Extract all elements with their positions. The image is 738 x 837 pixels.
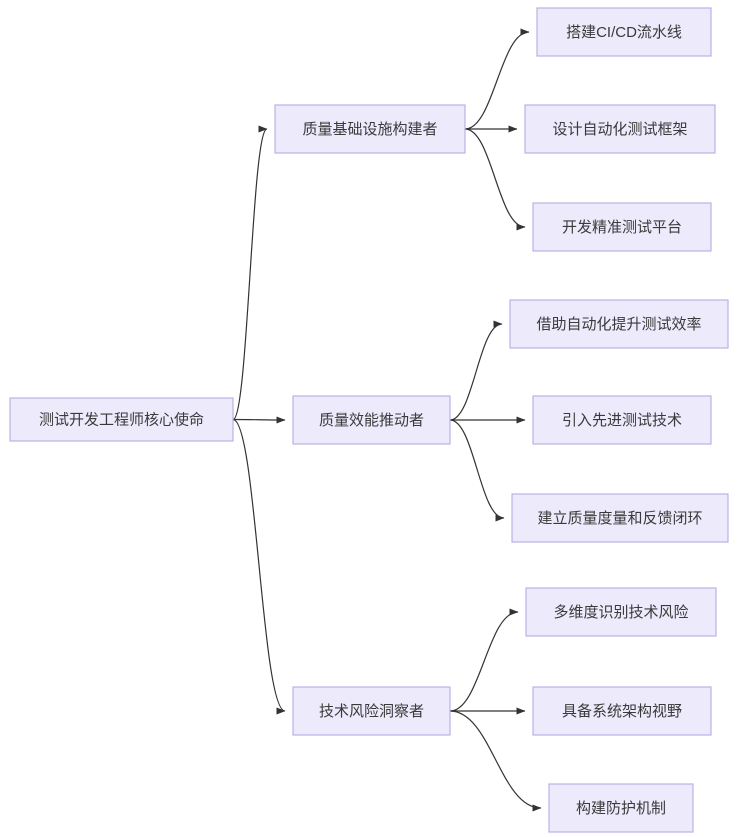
branch-node-2[interactable]: 质量效能推动者 [292,395,451,445]
leaf-node-1-2[interactable]: 设计自动化测试框架 [524,104,716,154]
edge-branch-3-to-leaf-1 [449,608,519,712]
leaf-node-3-2[interactable]: 具备系统架构视野 [532,686,712,736]
edge-branch-1-to-leaf-1 [464,28,530,130]
leaf-node-1-2-box [524,104,716,154]
leaf-node-2-1[interactable]: 借助自动化提升测试效率 [509,299,729,349]
leaf-node-1-1[interactable]: 搭建CI/CD流水线 [536,7,712,57]
root-node[interactable]: 测试开发工程师核心使命 [9,397,234,442]
leaf-node-1-3-label: 开发精准测试平台 [562,219,682,236]
leaf-node-1-3[interactable]: 开发精准测试平台 [532,202,712,252]
leaf-node-3-2-box [532,686,712,736]
leaf-node-2-2-box [532,395,712,445]
leaf-node-3-2-label: 具备系统架构视野 [562,703,682,720]
leaf-node-2-3-label: 建立质量度量和反馈闭环 [537,510,702,527]
branch-node-3[interactable]: 技术风险洞察者 [292,686,451,736]
edge-root-to-branch-1 [232,125,268,421]
leaf-node-1-3-box [532,202,712,252]
leaf-node-3-1-box [525,587,717,637]
branch-node-2-label: 质量效能推动者 [319,412,424,429]
branch-node-3-label: 技术风险洞察者 [319,702,424,720]
leaf-node-1-1-label: 搭建CI/CD流水线 [566,24,682,41]
leaf-node-3-1-label: 多维度识别技术风险 [553,604,688,621]
leaf-node-3-1[interactable]: 多维度识别技术风险 [525,587,717,637]
edge-branch-3-to-leaf-3 [449,710,542,812]
edge-branch-2-to-leaf-3 [449,419,505,522]
edges-layer [232,28,542,812]
leaf-node-2-1-label: 借助自动化提升测试效率 [536,316,701,333]
leaf-node-2-1-box [509,299,729,349]
leaf-node-3-3[interactable]: 构建防护机制 [548,783,694,833]
leaf-node-3-3-label: 构建防护机制 [576,800,666,817]
branch-node-1-box [274,104,466,154]
edge-branch-1-to-leaf-3 [464,128,526,231]
leaf-node-2-2[interactable]: 引入先进测试技术 [532,395,712,445]
edge-root-to-branch-2 [232,416,286,424]
edge-root-to-branch-3 [232,418,286,715]
root-node-label: 测试开发工程师核心使命 [39,410,204,428]
branch-node-1-label: 质量基础设施构建者 [302,121,437,138]
leaf-node-1-2-label: 设计自动化测试框架 [552,121,687,138]
leaf-node-3-3-box [548,783,694,833]
branch-node-1[interactable]: 质量基础设施构建者 [274,104,466,154]
leaf-node-2-3[interactable]: 建立质量度量和反馈闭环 [511,493,729,543]
edge-branch-2-to-leaf-1 [449,320,503,421]
leaf-node-1-1-box [536,7,712,57]
nodes-layer: 测试开发工程师核心使命 质量基础设施构建者 搭建CI/CD流水线设计自动化测试框架开… [9,7,729,833]
leaf-node-2-3-box [511,493,729,543]
branch-node-2-box [292,395,451,445]
branch-node-3-box [292,686,451,736]
leaf-node-2-2-label: 引入先进测试技术 [562,412,682,429]
root-node-box [9,397,234,442]
